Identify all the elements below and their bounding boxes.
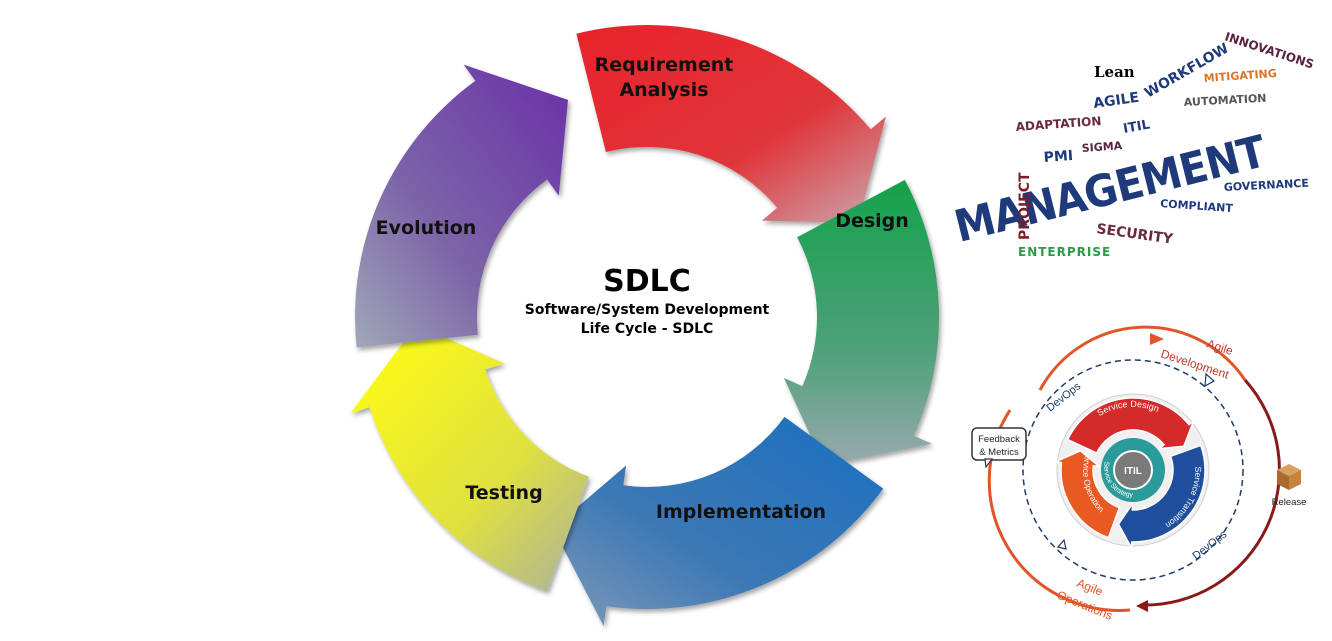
service-transition-segment (1117, 444, 1206, 551)
devops-dashed-ring (1022, 359, 1244, 581)
word-enterprise: ENTERPRISE (1018, 245, 1111, 259)
word-agile: AGILE (1092, 90, 1140, 112)
word-innovations: INNOVATIONS (1223, 30, 1316, 72)
arrow-design (784, 179, 940, 466)
word-security: SECURITY (1095, 221, 1174, 248)
feedback-line2: & Metrics (979, 447, 1019, 458)
release-label: Release (1272, 497, 1307, 508)
arrow-implementation (553, 416, 884, 626)
arrow-evolution (355, 64, 568, 348)
feedback-metrics-bubble: Feedback & Metrics (971, 427, 1027, 469)
word-sigma: SIGMA (1081, 139, 1123, 155)
arrow-requirement-analysis (576, 25, 886, 224)
phase-label-implementation: Implementation (656, 501, 826, 523)
arrowhead-top (1150, 333, 1164, 345)
devops-label-bottom: DevOps (1190, 528, 1229, 562)
word-lean: Lean (1094, 63, 1135, 81)
agile-development-arc-dark (1139, 379, 1281, 607)
phase-label-analysis: Analysis (619, 79, 708, 101)
service-design-segment (1066, 397, 1196, 455)
devops-arrow-top (1204, 372, 1216, 388)
word-cloud: INNOVATIONS Lean WORKFLOW MITIGATING AGI… (949, 30, 1315, 259)
agile-operations-line2: Operations (1055, 588, 1115, 623)
word-project: PROJECT (1017, 172, 1033, 240)
itil-center-label: ITIL (1124, 466, 1142, 477)
word-mitigating: MITIGATING (1203, 67, 1277, 85)
itil-devops-diagram: ITIL Service Design Service Transition S… (971, 325, 1307, 623)
word-automation: AUTOMATION (1183, 92, 1266, 109)
sdlc-subtitle-line1: Software/System Development (525, 302, 770, 318)
word-governance: GOVERNANCE (1223, 177, 1309, 194)
service-operation-segment (1052, 449, 1121, 539)
itil-center (1113, 450, 1153, 490)
sdlc-cycle-diagram: SDLC Software/System Development Life Cy… (350, 25, 940, 626)
sdlc-arrows (350, 25, 940, 626)
word-pmi: PMI (1043, 148, 1073, 166)
word-adaptation: ADAPTATION (1015, 114, 1102, 134)
phase-label-requirement: Requirement (595, 54, 734, 76)
itil-segments (1052, 397, 1206, 551)
phase-label-evolution: Evolution (376, 217, 477, 239)
phase-label-testing: Testing (465, 482, 542, 504)
release-box-icon (1277, 464, 1301, 490)
sdlc-subtitle-line2: Life Cycle - SDLC (581, 321, 714, 337)
word-compliant: COMPLIANT (1160, 197, 1234, 215)
feedback-line1: Feedback (978, 434, 1020, 445)
arrowhead-bottom (1136, 600, 1148, 612)
arrow-testing (350, 325, 589, 592)
agile-development-arc (1038, 325, 1247, 391)
sdlc-title: SDLC (603, 264, 691, 299)
phase-label-design: Design (835, 210, 909, 232)
word-itil: ITIL (1122, 118, 1151, 137)
devops-arrow-bottom (1056, 538, 1067, 550)
